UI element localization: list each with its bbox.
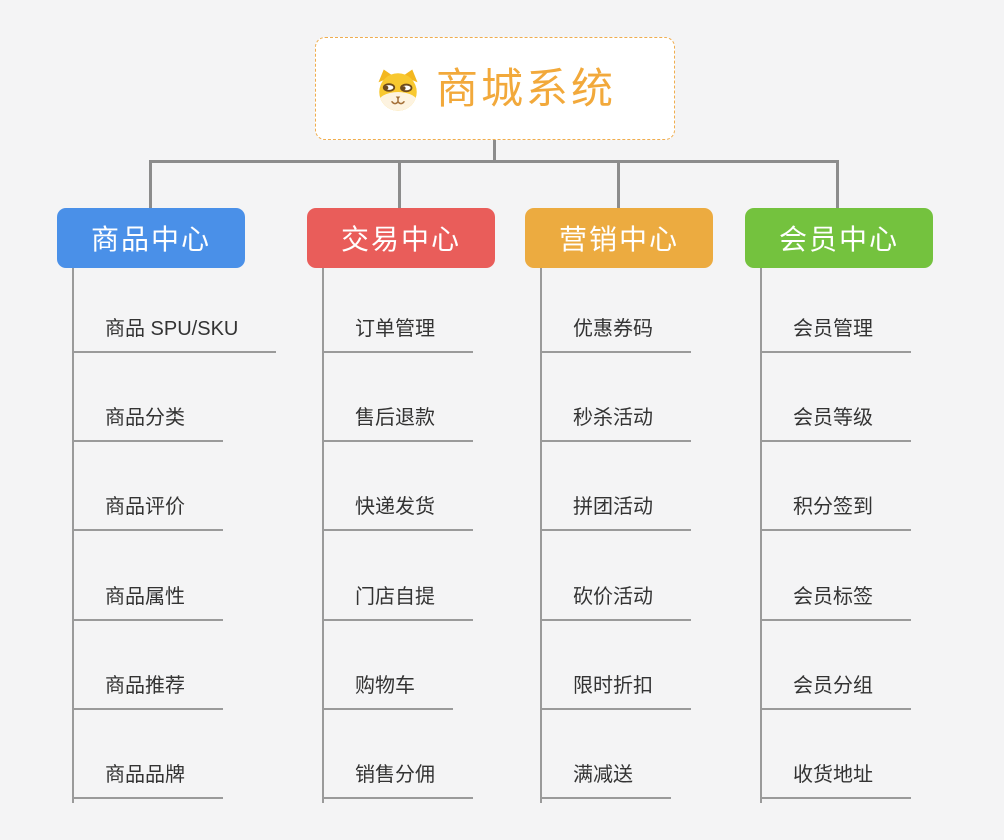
connector-drop-member <box>836 160 839 208</box>
leaf-node[interactable]: 商品品牌 <box>72 761 223 799</box>
root-node[interactable]: 商城系统 <box>315 37 675 140</box>
leaf-node[interactable]: 会员管理 <box>760 315 911 353</box>
leaf-node[interactable]: 满减送 <box>540 761 671 799</box>
leaf-node[interactable]: 快递发货 <box>322 493 473 531</box>
connector-drop-marketing <box>617 160 620 208</box>
leaf-node[interactable]: 砍价活动 <box>540 583 691 621</box>
leaf-node[interactable]: 购物车 <box>322 672 453 710</box>
branch-node-product-center[interactable]: 商品中心 <box>57 208 245 268</box>
branch-node-marketing-center[interactable]: 营销中心 <box>525 208 713 268</box>
connector-leaf-spine <box>760 268 762 803</box>
branch-node-trade-center[interactable]: 交易中心 <box>307 208 495 268</box>
dog-face-icon <box>374 66 422 112</box>
leaf-node[interactable]: 积分签到 <box>760 493 911 531</box>
connector-leaf-spine <box>322 268 324 803</box>
leaf-node[interactable]: 限时折扣 <box>540 672 691 710</box>
connector-root-stem <box>493 140 496 162</box>
leaf-node[interactable]: 商品属性 <box>72 583 223 621</box>
branch-column-marketing: 营销中心 优惠券码 秒杀活动 拼团活动 砍价活动 限时折扣 满减送 <box>525 208 713 808</box>
leaf-node[interactable]: 门店自提 <box>322 583 473 621</box>
leaf-node[interactable]: 会员等级 <box>760 404 911 442</box>
leaf-node[interactable]: 会员标签 <box>760 583 911 621</box>
leaf-node[interactable]: 商品分类 <box>72 404 223 442</box>
leaf-node[interactable]: 会员分组 <box>760 672 911 710</box>
leaf-node[interactable]: 拼团活动 <box>540 493 691 531</box>
branch-column-trade: 交易中心 订单管理 售后退款 快递发货 门店自提 购物车 销售分佣 <box>307 208 495 808</box>
leaf-node[interactable]: 秒杀活动 <box>540 404 691 442</box>
leaf-node[interactable]: 商品 SPU/SKU <box>72 315 277 353</box>
connector-leaf-spine <box>72 268 74 803</box>
root-title: 商城系统 <box>435 64 616 112</box>
branch-column-member: 会员中心 会员管理 会员等级 积分签到 会员标签 会员分组 收货地址 <box>745 208 933 808</box>
branch-column-product: 商品中心 商品 SPU/SKU 商品分类 商品评价 商品属性 商品推荐 商品品牌 <box>57 208 277 808</box>
leaf-node[interactable]: 销售分佣 <box>322 761 473 799</box>
connector-horizontal-bar <box>149 160 839 163</box>
leaf-node[interactable]: 优惠券码 <box>540 315 691 353</box>
leaf-node[interactable]: 订单管理 <box>322 315 473 353</box>
leaf-node[interactable]: 售后退款 <box>322 404 473 442</box>
connector-leaf-spine <box>540 268 542 803</box>
leaf-node[interactable]: 商品评价 <box>72 493 223 531</box>
leaf-node[interactable]: 商品推荐 <box>72 672 223 710</box>
branch-node-member-center[interactable]: 会员中心 <box>745 208 933 268</box>
connector-drop-trade <box>398 160 401 208</box>
leaf-node[interactable]: 收货地址 <box>760 761 911 799</box>
connector-drop-product <box>149 160 152 208</box>
